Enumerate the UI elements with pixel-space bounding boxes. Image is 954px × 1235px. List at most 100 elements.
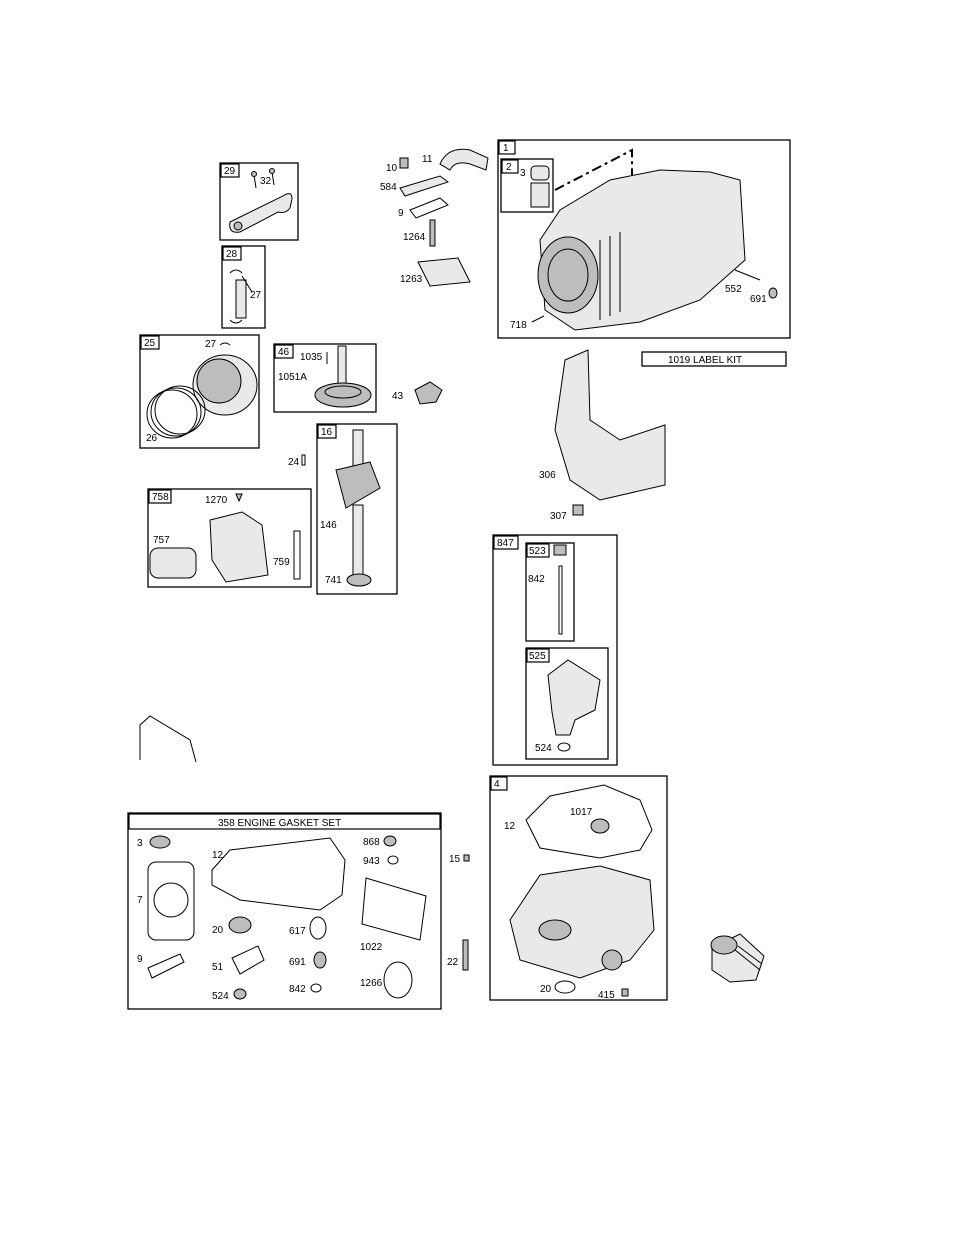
part-1270-shape: [236, 494, 242, 501]
label-kit-and-shroud: 1019 LABEL KIT 306 307: [539, 350, 786, 522]
gs-oring-617: [310, 917, 326, 939]
label-27-piston: 27: [205, 339, 217, 350]
group-28-tag: 28: [226, 249, 238, 260]
label-10: 10: [386, 163, 398, 174]
cover-584-part: [400, 176, 448, 196]
oil-filter-part: [711, 934, 764, 982]
piston-ring-2: [151, 388, 201, 436]
group-523-tag: 523: [529, 546, 546, 557]
gs-label-9: 9: [137, 954, 143, 965]
label-1051a: 1051A: [278, 372, 307, 383]
pin-552-part: [735, 270, 760, 280]
label-842-dipstick: 842: [528, 574, 545, 585]
label-1017: 1017: [570, 807, 593, 818]
group-523-frame: [526, 543, 574, 641]
group-525-tag: 525: [529, 651, 546, 662]
label-15: 15: [449, 854, 461, 865]
gs-part-868: [384, 836, 396, 846]
gs-gasket-51: [232, 946, 264, 974]
tube-11-part: [440, 149, 488, 170]
gs-oring-1266: [384, 962, 412, 998]
gs-label-524: 524: [212, 991, 229, 1002]
label-552: 552: [725, 284, 742, 295]
crankshaft-lower-shaft: [353, 505, 363, 575]
retainer-part: [220, 343, 230, 345]
label-757: 757: [153, 535, 170, 546]
sump-bore: [539, 920, 571, 940]
bolt-22-part: [463, 940, 468, 970]
part-1017-shape: [591, 819, 609, 833]
label-524-tube: 524: [535, 743, 552, 754]
group-1-tag: 1: [503, 143, 509, 154]
part-15-shape: [464, 855, 469, 861]
sump-gasket-part: [526, 785, 652, 858]
group-1-cylinder: 1 2 3 552 691 718: [498, 140, 790, 338]
gs-seal-3: [150, 836, 170, 848]
group-847-tag: 847: [497, 538, 514, 549]
label-1263: 1263: [400, 274, 423, 285]
gs-oring-524: [234, 989, 246, 999]
seal-20-sump: [555, 981, 575, 993]
group-4-tag: 4: [494, 779, 500, 790]
group-29-tag: 29: [224, 166, 236, 177]
gs-oring-943: [388, 856, 398, 864]
gs-oring-842: [311, 984, 321, 992]
gs-gasket-1022: [362, 878, 426, 940]
bolt-307-part: [573, 505, 583, 515]
bushing-part: [531, 183, 549, 207]
group-46-tag: 46: [278, 347, 290, 358]
group-46-camshaft: 46 1035 1051A: [274, 344, 376, 412]
label-kit-header: 1019 LABEL KIT: [668, 355, 742, 366]
breather-parts: 10 11 584 9 1264 1263 43: [380, 149, 488, 404]
crankshaft-counterweight: [336, 462, 380, 508]
gs-label-3: 3: [137, 838, 143, 849]
cylinder-bore: [538, 237, 598, 313]
group-758-parts: 758 1270 757 759: [148, 489, 311, 587]
bolt-1264-part: [430, 220, 435, 246]
group-29-connecting-rod: 29 32: [220, 163, 298, 240]
label-24: 24: [288, 457, 300, 468]
connecting-rod-small-end: [234, 222, 242, 230]
piston-crown: [197, 359, 241, 403]
gs-sump-gasket-12: [212, 838, 345, 910]
group-758-tag: 758: [152, 492, 169, 503]
crank-gear-part: [347, 574, 371, 586]
bolt-10-part: [400, 158, 408, 168]
rod-759-part: [294, 531, 300, 579]
label-741: 741: [325, 575, 342, 586]
piston-pin-part: [236, 280, 246, 318]
sump-part: [510, 866, 654, 978]
label-306: 306: [539, 470, 556, 481]
gasket-757-part: [150, 548, 196, 578]
key-24-part: [302, 455, 305, 465]
gs-label-1266: 1266: [360, 978, 383, 989]
gs-label-1022: 1022: [360, 942, 383, 953]
bearing-3-part: [531, 166, 549, 180]
label-27-pin: 27: [250, 290, 262, 301]
label-26: 26: [146, 433, 158, 444]
pin-718-part: [532, 316, 544, 322]
loose-gasket-part: [140, 716, 196, 762]
oring-524-part: [558, 743, 570, 751]
seal-691-part: [769, 288, 777, 298]
label-9: 9: [398, 208, 404, 219]
gasket-set-header: 358 ENGINE GASKET SET: [218, 818, 341, 829]
gs-label-943: 943: [363, 856, 380, 867]
gs-label-868: 868: [363, 837, 380, 848]
piston-ring-1: [155, 386, 205, 434]
rod-bolt-head-a: [252, 172, 257, 177]
label-11: 11: [422, 154, 433, 165]
group-16-crankshaft: 16 146 741: [317, 424, 397, 594]
label-22: 22: [447, 957, 459, 968]
gs-head-gasket-7: [148, 862, 194, 940]
gs-seal-20: [229, 917, 251, 933]
bracket-part: [210, 512, 268, 582]
label-307: 307: [550, 511, 567, 522]
rod-bolt-head-b: [270, 169, 275, 174]
dipstick-cap-part: [554, 545, 566, 555]
label-415: 415: [598, 990, 615, 1001]
label-759: 759: [273, 557, 290, 568]
governor-43-part: [415, 382, 442, 404]
gs-label-691: 691: [289, 957, 306, 968]
